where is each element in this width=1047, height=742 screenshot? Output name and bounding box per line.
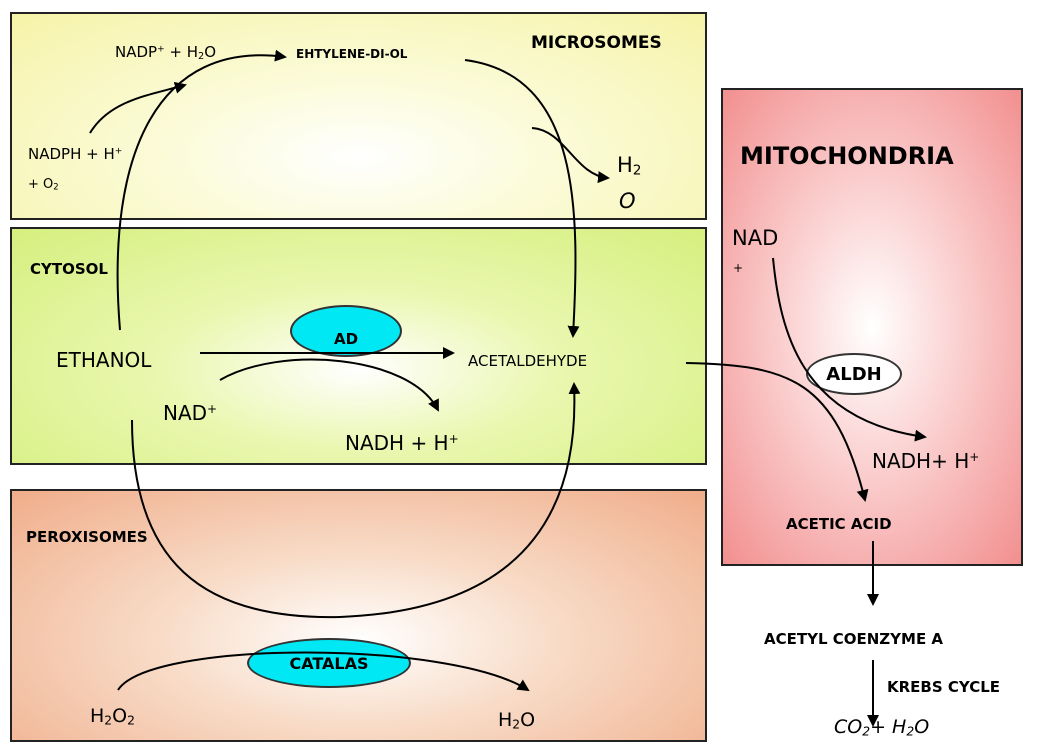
krebs-cycle-text: KREBS CYCLE: [887, 678, 1001, 696]
arrow-nad-to-nadh-mito: [772, 257, 927, 442]
arrow-ethanol-catalase-to-acetaldehyde: [131, 382, 581, 619]
alcohol-dehydrogenase-enzyme: AD: [290, 305, 402, 357]
cytosol-label: CYTOSOL: [30, 260, 108, 278]
ethylene-di-ol-text: EHTYLENE-DI-OL: [296, 47, 408, 61]
ethanol-text: ETHANOL: [56, 348, 152, 372]
arrow-h2o2-to-h2o: [117, 651, 530, 692]
arrow-acetaldehyde-to-aceticacid: [685, 362, 869, 502]
h2o-top-h-text: H2: [617, 153, 642, 179]
nad-cytosol-text: NAD+: [163, 401, 218, 425]
acetyl-coa-text: ACETYL COENZYME A: [764, 630, 944, 648]
arrow-nadph-to-nadp: [89, 81, 187, 134]
nadh-mito-text: NADH+ H+: [872, 449, 980, 473]
acetaldehyde-text: ACETALDEHYDE: [468, 352, 588, 370]
arrow-ethylenediol-to-acetaldehyde: [464, 59, 580, 338]
mitochondria-compartment: [721, 88, 1023, 566]
nadph-text: NADPH + H+: [28, 145, 123, 163]
nadh-cytosol-text: NADH + H+: [345, 431, 459, 455]
h2o2-text: H2O2: [90, 705, 135, 728]
aldh-enzyme: ALDH: [806, 353, 902, 395]
arrow-nad-to-nadh: [219, 358, 439, 412]
nadp-h2o-text: NADP+ + H2O: [115, 43, 217, 62]
nad-mito-text: NAD: [732, 226, 779, 250]
arrow-ethanol-to-ethylenediol: [116, 49, 287, 331]
h2o-top-o-text: O: [619, 189, 636, 213]
o2-text: + O2: [28, 177, 59, 192]
peroxisomes-label: PEROXISOMES: [26, 528, 148, 546]
catalas-label: CATALAS: [289, 653, 369, 673]
h2o-bottom-text: H2O: [498, 709, 536, 732]
arrow-to-h2o-top: [531, 127, 610, 184]
co2-h2o-text: CO2+ H2O: [834, 716, 930, 739]
nad-mito-plus: +: [733, 261, 744, 275]
aldh-label: ALDH: [826, 363, 882, 385]
catalase-enzyme: CATALAS: [247, 638, 411, 688]
microsomes-label: MICROSOMES: [531, 33, 662, 53]
mitochondria-label: MITOCHONDRIA: [740, 142, 954, 170]
acetic-acid-text: ACETIC ACID: [786, 515, 892, 533]
ad-label: AD: [333, 330, 359, 348]
